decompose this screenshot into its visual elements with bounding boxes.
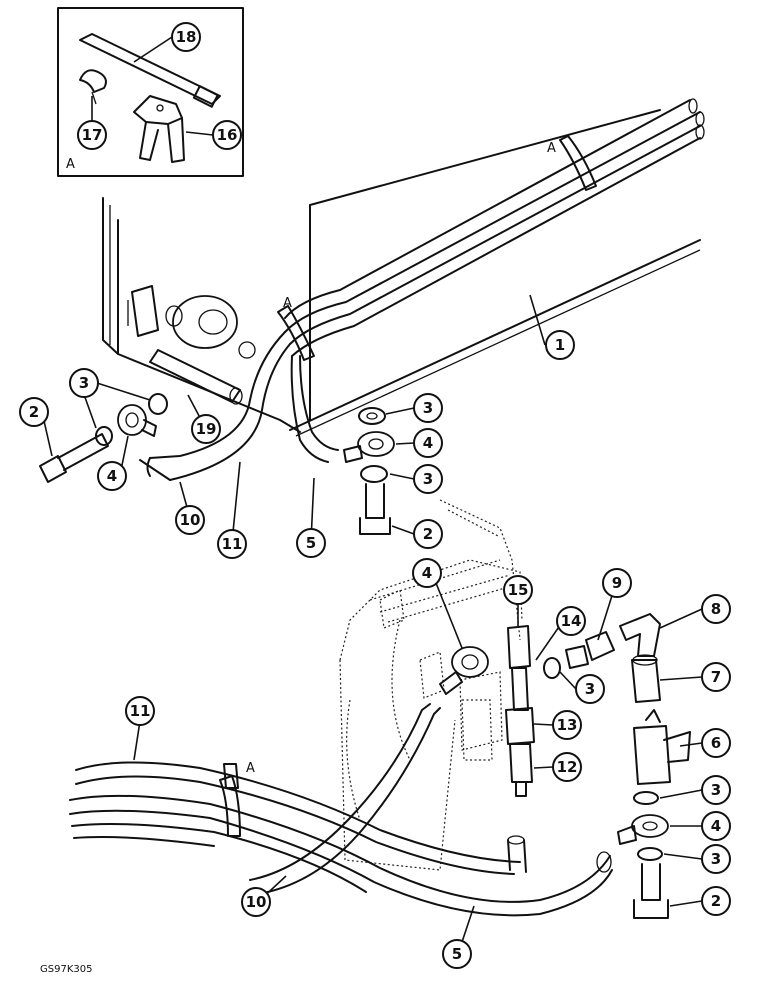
callout-3-middle: 3 <box>575 674 605 704</box>
svg-text:7: 7 <box>711 668 721 686</box>
svg-text:14: 14 <box>561 612 582 630</box>
svg-text:3: 3 <box>423 470 433 488</box>
callout-2-lower: 2 <box>701 886 731 916</box>
callout-6: 6 <box>701 728 731 758</box>
callout-15: 15 <box>503 575 533 605</box>
tank-outline <box>102 197 311 433</box>
callout-11-upper: 11 <box>217 529 247 559</box>
callout-8: 8 <box>701 594 731 624</box>
svg-text:10: 10 <box>180 511 201 529</box>
svg-text:11: 11 <box>130 702 151 720</box>
callout-3-upper-left-a: 3 <box>69 368 99 398</box>
svg-text:5: 5 <box>306 534 316 552</box>
upper-fittings <box>39 393 395 535</box>
injection-pump-phantom <box>339 499 523 871</box>
svg-text:16: 16 <box>217 126 238 144</box>
svg-text:19: 19 <box>196 420 217 438</box>
svg-text:6: 6 <box>711 734 721 752</box>
callout-14: 14 <box>556 606 586 636</box>
callout-4-lower: 4 <box>701 811 731 841</box>
svg-text:3: 3 <box>711 850 721 868</box>
svg-text:4: 4 <box>423 434 433 452</box>
svg-text:10: 10 <box>246 893 267 911</box>
callout-3-upper-right-a: 3 <box>413 393 443 423</box>
callout-3-lower-a: 3 <box>701 775 731 805</box>
callout-1: 1 <box>545 330 575 360</box>
svg-text:4: 4 <box>711 817 721 835</box>
callout-5-upper: 5 <box>296 528 326 558</box>
svg-text:18: 18 <box>176 28 197 46</box>
svg-text:4: 4 <box>107 467 117 485</box>
svg-text:8: 8 <box>711 600 721 618</box>
callout-12: 12 <box>552 752 582 782</box>
svg-text:2: 2 <box>29 403 39 421</box>
svg-text:4: 4 <box>422 564 432 582</box>
svg-text:3: 3 <box>79 374 89 392</box>
callout-19: 19 <box>191 414 221 444</box>
svg-text:11: 11 <box>222 535 243 553</box>
svg-text:3: 3 <box>585 680 595 698</box>
inset-detail-a: A <box>57 7 244 177</box>
svg-text:9: 9 <box>612 574 622 592</box>
callout-4-upper-left: 4 <box>97 461 127 491</box>
callout-10-upper: 10 <box>175 505 205 535</box>
view-label-a-upper-left: A <box>283 296 292 311</box>
callout-11-lower: 11 <box>125 696 155 726</box>
svg-text:12: 12 <box>557 758 578 776</box>
svg-text:1: 1 <box>555 336 565 354</box>
inset-label: A <box>66 157 75 172</box>
callout-10-lower: 10 <box>241 887 271 917</box>
callout-2-upper-left: 2 <box>19 397 49 427</box>
callout-9: 9 <box>602 568 632 598</box>
callout-4-upper-right: 4 <box>413 428 443 458</box>
callout-2-upper-right: 2 <box>413 519 443 549</box>
callout-3-upper-right-b: 3 <box>413 464 443 494</box>
figure-code: GS97K305 <box>40 964 92 975</box>
callout-4-middle: 4 <box>412 558 442 588</box>
svg-text:3: 3 <box>423 399 433 417</box>
callout-13: 13 <box>552 710 582 740</box>
svg-text:13: 13 <box>557 716 578 734</box>
callout-3-lower-b: 3 <box>701 844 731 874</box>
callout-17: 17 <box>77 120 107 150</box>
lower-tube-bundle <box>69 703 613 917</box>
svg-text:17: 17 <box>82 126 103 144</box>
svg-text:2: 2 <box>423 525 433 543</box>
callout-5-lower: 5 <box>442 939 472 969</box>
callout-18: 18 <box>171 22 201 52</box>
upper-tube-bundle <box>139 98 705 481</box>
view-label-a-lower: A <box>246 761 255 776</box>
callout-16: 16 <box>212 120 242 150</box>
svg-text:3: 3 <box>711 781 721 799</box>
svg-text:5: 5 <box>452 945 462 963</box>
svg-text:2: 2 <box>711 892 721 910</box>
callout-7: 7 <box>701 662 731 692</box>
frame-rail <box>289 109 701 437</box>
view-label-a-upper-right: A <box>547 141 556 156</box>
svg-text:15: 15 <box>508 581 529 599</box>
